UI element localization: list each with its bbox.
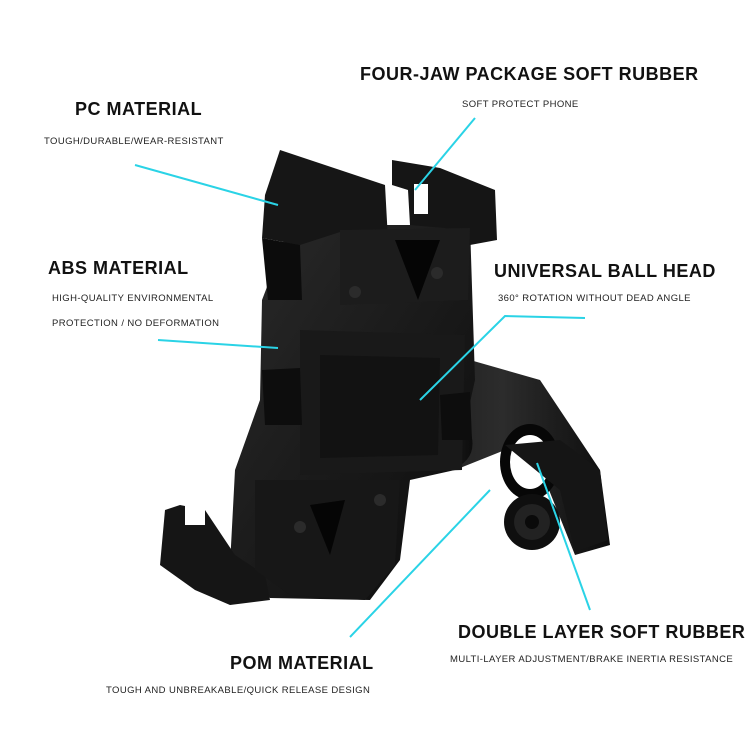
double-rubber-title: DOUBLE LAYER SOFT RUBBER [458,622,746,642]
pc-material-title: PC MATERIAL [75,99,203,119]
abs-material-title: ABS MATERIAL [48,258,189,278]
leader-line-jaw [414,117,476,191]
pc-material-desc: TOUGH/DURABLE/WEAR-RESISTANT [44,136,224,147]
abs-material-desc-line-1: HIGH-QUALITY ENVIRONMENTAL [52,293,214,304]
leader-line-abs [157,339,279,349]
four-jaw-desc: SOFT PROTECT PHONE [462,99,579,110]
clamp-knob [504,494,560,550]
leader-line-pom [349,489,491,638]
leader-line-ball [419,314,586,401]
pom-material-desc: TOUGH AND UNBREAKABLE/QUICK RELEASE DESI… [106,685,371,696]
pom-material-title: POM MATERIAL [230,653,374,673]
holder-body [160,150,497,605]
four-jaw-title: FOUR-JAW PACKAGE SOFT RUBBER [360,64,699,84]
leader-line-rubber [536,462,591,611]
leader-line-pc [134,164,279,206]
abs-material-desc-line-2: PROTECTION / NO DEFORMATION [52,318,220,329]
ball-head-title: UNIVERSAL BALL HEAD [494,261,716,281]
ball-head-desc: 360° ROTATION WITHOUT DEAD ANGLE [498,293,691,304]
double-rubber-desc: MULTI-LAYER ADJUSTMENT/BRAKE INERTIA RES… [450,654,734,665]
